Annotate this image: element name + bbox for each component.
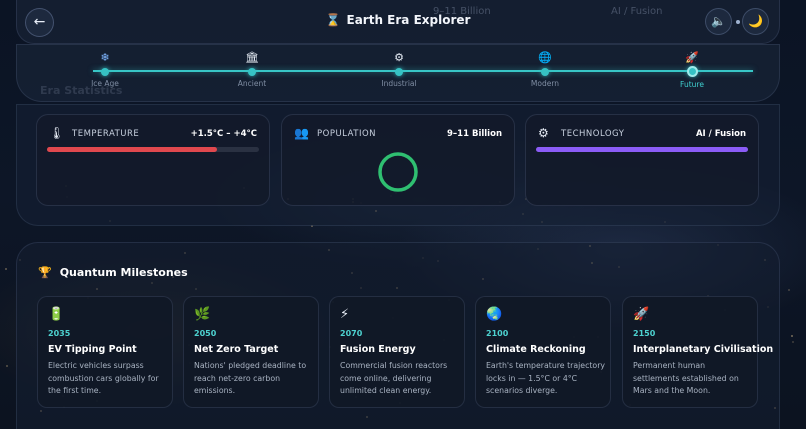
star: [791, 335, 793, 337]
card-value: 9–11 Billion: [447, 129, 502, 139]
battery-icon: 🔋: [48, 307, 65, 322]
era-timeline: ❄ Ice Age 🏛 Ancient ⚙ Industrial 🌐 Moder…: [16, 44, 780, 102]
milestone-description: Electric vehicles surpass combustion car…: [48, 361, 159, 395]
milestones-title: Quantum Milestones: [59, 266, 188, 279]
milestone-description: Nations' pledged deadline to reach net-z…: [194, 361, 307, 395]
temperature-bar-fill: [47, 147, 217, 152]
card-value: +1.5°C – +4°C: [190, 129, 257, 139]
earth-globe-icon: 🌏: [486, 307, 503, 322]
era-label: Future: [680, 80, 704, 89]
milestone-year: 2150: [633, 329, 656, 338]
gear-icon: ⚙: [394, 51, 404, 64]
people-icon: 👥: [294, 126, 309, 140]
technology-card: ⚙ TECHNOLOGY AI / Fusion: [525, 114, 759, 206]
population-ring: [378, 152, 418, 192]
header-controls: 🔈 🌙: [705, 8, 769, 37]
hourglass-icon: ⌛: [325, 13, 341, 27]
era-industrial[interactable]: ⚙ Industrial: [359, 51, 439, 88]
card-value: AI / Fusion: [695, 129, 746, 139]
milestone-card[interactable]: 🚀 2150 Interplanetary Civilisation Perma…: [622, 296, 773, 408]
speaker-icon[interactable]: 🔈: [705, 8, 732, 35]
milestone-description: Commercial fusion reactors come online, …: [340, 361, 448, 395]
page-title: ⌛ Earth Era Explorer: [17, 13, 779, 27]
globe-icon: 🌐: [538, 51, 552, 64]
milestone-name: EV Tipping Point: [48, 344, 137, 355]
era-label: Ice Age: [91, 79, 119, 88]
temperature-bar: [47, 147, 259, 152]
era-dot: [248, 68, 256, 76]
thermometer-icon: 🌡: [49, 126, 65, 140]
milestone-card[interactable]: 🔋 2035 EV Tipping Point Electric vehicle…: [37, 296, 173, 408]
app-header: ← 9–11 Billion AI / Fusion ⌛ Earth Era Ex…: [16, 0, 780, 44]
title-text: Earth Era Explorer: [346, 13, 471, 27]
era-label: Modern: [530, 79, 560, 88]
ring-circle: [378, 152, 418, 192]
milestone-name: Interplanetary Civilisation: [633, 344, 774, 355]
milestone-year: 2050: [194, 329, 217, 338]
era-dot: [395, 68, 403, 76]
era-dot: [101, 68, 109, 76]
era-label: Industrial: [381, 79, 417, 88]
milestone-card[interactable]: 🌿 2050 Net Zero Target Nations' pledged …: [183, 296, 319, 408]
population-card: 👥 POPULATION 9–11 Billion: [281, 114, 515, 206]
technology-bar-fill: [536, 147, 748, 152]
milestone-name: Net Zero Target: [194, 344, 279, 355]
era-label: Ancient: [237, 79, 267, 88]
milestone-description: Permanent human settlements established …: [633, 361, 739, 395]
milestone-year: 2070: [340, 329, 363, 338]
era-ancient[interactable]: 🏛 Ancient: [212, 51, 292, 88]
era-ice-age[interactable]: ❄ Ice Age: [65, 51, 145, 88]
star: [788, 289, 790, 291]
star: [5, 268, 7, 270]
rocket-icon: 🚀: [633, 307, 650, 322]
card-label: TEMPERATURE: [72, 129, 140, 139]
lightning-icon: ⚡: [340, 307, 350, 322]
milestone-year: 2035: [48, 329, 71, 338]
milestone-card[interactable]: ⚡ 2070 Fusion Energy Commercial fusion r…: [329, 296, 465, 408]
temple-icon: 🏛: [245, 51, 259, 64]
ghost-era-statistics: Era Statistics: [40, 84, 123, 97]
era-modern[interactable]: 🌐 Modern: [505, 51, 585, 88]
era-future[interactable]: 🚀 Future: [652, 51, 732, 89]
star: [311, 225, 313, 227]
star: [792, 341, 794, 343]
milestone-name: Fusion Energy: [340, 344, 416, 355]
gear-icon: ⚙: [538, 126, 549, 140]
toggle-indicator: [736, 20, 740, 24]
milestone-year: 2100: [486, 329, 509, 338]
milestone-card[interactable]: 🌏 2100 Climate Reckoning Earth's tempera…: [475, 296, 611, 408]
trophy-icon: 🏆: [38, 266, 52, 279]
technology-bar: [536, 147, 748, 152]
milestones-heading: 🏆 Quantum Milestones: [38, 266, 188, 279]
ghost-technology-text: AI / Fusion: [611, 6, 663, 17]
card-label: POPULATION: [317, 129, 376, 139]
era-dot-active: [686, 66, 698, 77]
star: [6, 365, 8, 367]
temperature-card: 🌡 TEMPERATURE +1.5°C – +4°C: [36, 114, 270, 206]
ghost-population-text: 9–11 Billion: [433, 6, 491, 17]
card-label: TECHNOLOGY: [561, 129, 625, 139]
milestone-description: Earth's temperature trajectory locks in …: [486, 361, 606, 395]
moon-icon[interactable]: 🌙: [742, 8, 769, 35]
leaf-icon: 🌿: [194, 307, 211, 322]
rocket-icon: 🚀: [685, 51, 699, 64]
back-button[interactable]: ←: [25, 8, 54, 37]
snowflake-icon: ❄: [100, 51, 110, 64]
milestone-name: Climate Reckoning: [486, 344, 586, 355]
timeline-track: [93, 70, 753, 72]
era-dot: [541, 68, 549, 76]
